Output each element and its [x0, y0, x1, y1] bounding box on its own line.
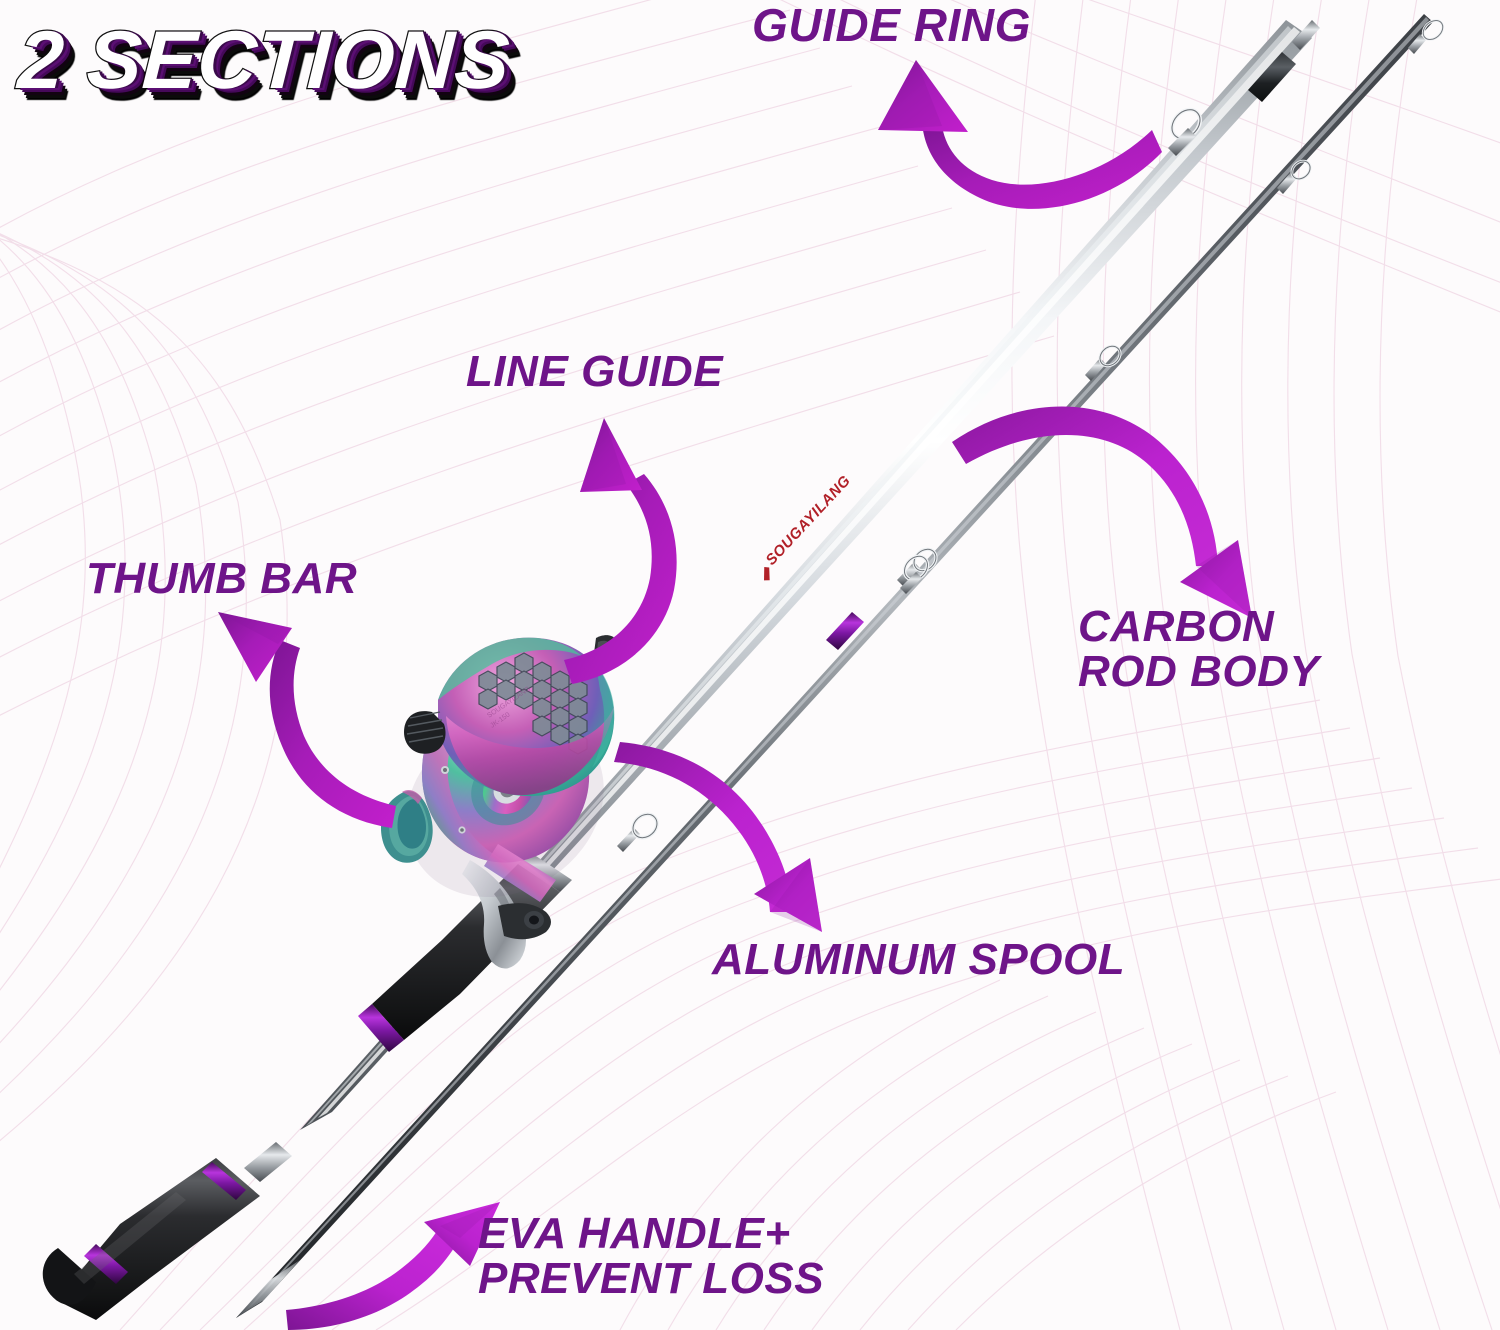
guide-ring-tip-3 [1085, 344, 1122, 381]
guide-ring-butt-2 [1168, 107, 1203, 156]
guide-ring-butt-1 [900, 554, 930, 594]
drag-knob [404, 711, 446, 754]
guide-ring-tip-1 [617, 812, 659, 852]
eva-butt-grip [42, 1142, 292, 1320]
guide-ring-arrow [878, 60, 1162, 209]
guide-ring-tip-top [1408, 19, 1445, 54]
rod-section-tip [236, 14, 1445, 1318]
rod-section-butt: SOUGAYILANG [42, 20, 1320, 1320]
guide-ring-tip-2 [897, 547, 938, 586]
carbon-rod-arrow [952, 406, 1252, 618]
guide-ring-tip-4 [1277, 159, 1312, 194]
thumb-bar-arrow [218, 612, 396, 828]
aluminum-spool-arrow [614, 742, 822, 932]
line-guide-arrow [564, 418, 677, 684]
thumb-bar [380, 790, 433, 863]
eva-handle-arrow [286, 1202, 500, 1330]
